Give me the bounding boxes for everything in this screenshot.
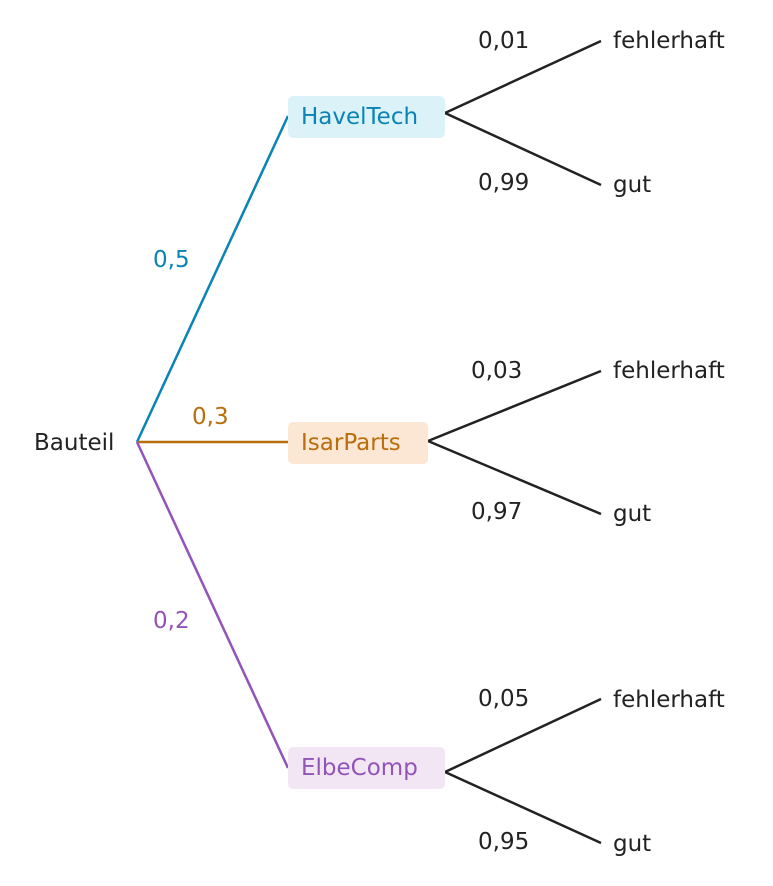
probability-isarparts-gut: 0,97 xyxy=(471,499,522,525)
branch-elbecomp-fehlerhaft xyxy=(444,697,602,774)
probability-elbecomp-fehlerhaft: 0,05 xyxy=(478,686,529,712)
outcome-elbecomp-fehlerhaft: fehlerhaft xyxy=(613,687,725,713)
branch-root-haveltech xyxy=(135,115,290,443)
probability-haveltech-fehlerhaft: 0,01 xyxy=(478,28,529,54)
supplier-label-haveltech: HavelTech xyxy=(301,104,418,130)
outcome-haveltech-gut: gut xyxy=(613,172,651,198)
probability-elbecomp-gut: 0,95 xyxy=(478,829,529,855)
supplier-box-haveltech xyxy=(288,96,445,138)
branch-elbecomp-gut xyxy=(444,770,602,845)
branch-isarparts-gut xyxy=(427,439,602,516)
outcome-isarparts-fehlerhaft: fehlerhaft xyxy=(613,358,725,384)
probability-isarparts: 0,3 xyxy=(192,404,229,430)
probability-elbecomp: 0,2 xyxy=(153,608,190,634)
outcome-haveltech-fehlerhaft: fehlerhaft xyxy=(613,28,725,54)
supplier-label-elbecomp: ElbeComp xyxy=(301,755,418,781)
outcome-elbecomp-gut: gut xyxy=(613,831,651,857)
branch-isarparts-fehlerhaft xyxy=(427,369,602,443)
branch-haveltech-gut xyxy=(444,111,602,187)
branch-haveltech-fehlerhaft xyxy=(444,39,602,115)
probability-haveltech-gut: 0,99 xyxy=(478,170,529,196)
outcome-isarparts-gut: gut xyxy=(613,501,651,527)
supplier-box-elbecomp xyxy=(288,747,445,789)
root-label: Bauteil xyxy=(34,430,114,456)
supplier-box-isarparts xyxy=(288,422,428,464)
probability-haveltech: 0,5 xyxy=(153,247,190,273)
supplier-label-isarparts: IsarParts xyxy=(301,430,401,456)
probability-isarparts-fehlerhaft: 0,03 xyxy=(471,358,522,384)
branch-root-elbecomp xyxy=(135,441,290,769)
